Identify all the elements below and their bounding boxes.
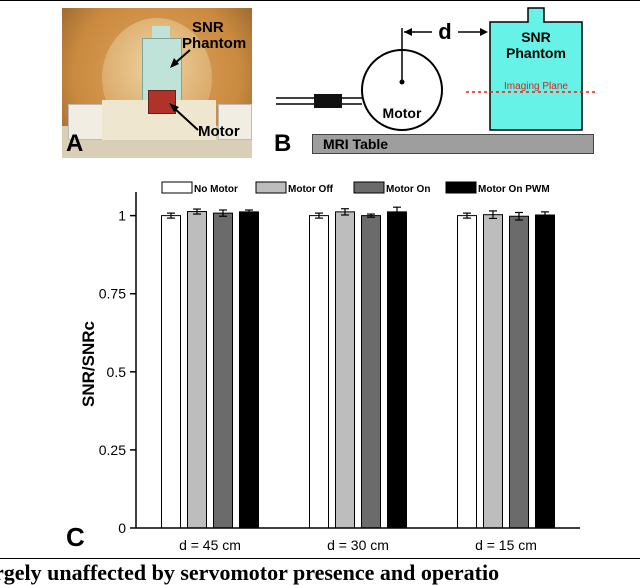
y-tick-label: 0.75 [99,286,126,302]
support-block-right [218,104,252,140]
legend-label: No Motor [194,184,238,195]
mri-table: MRI Table [312,134,594,154]
bar-d15cm-motor-on [509,215,529,529]
panel-b-letter: B [274,130,292,157]
motor-arrow [173,107,199,131]
photo-phantom-label-1: SNR [192,19,224,36]
panel-a-photo: SNR Phantom Motor A [62,8,252,158]
bar-d30cm-motor-on [361,215,381,529]
figure-caption: rgely unaffected by servomotor presence … [0,560,500,585]
legend-swatch [161,181,193,194]
legend-swatch [445,181,477,194]
bar-d15cm-motor-on-pwm [535,214,555,529]
legend-swatch [353,181,385,194]
bar-d30cm-no-motor [309,215,329,529]
distance-arrow-right [480,28,488,36]
x-tick-label: d = 15 cm [475,537,537,553]
top-border [0,0,640,1]
x-tick-label: d = 30 cm [327,537,389,553]
panel-c-letter: C [66,522,85,552]
chart-legend: No Motor Motor Off Motor On Motor On PWM [161,181,550,195]
bar-d15cm-no-motor [457,215,477,529]
distance-label: d [438,19,451,44]
legend-label: Motor Off [288,184,334,195]
motor-arrowhead [169,103,179,112]
bar-d45cm-motor-on-pwm [239,211,259,529]
panel-b-diagram: Motor d SNR Phantom Imaging Plane [276,7,596,131]
diagram-motor-label: Motor [383,105,422,121]
bar-d45cm-motor-off [187,211,207,529]
distance-label-bg [432,20,458,44]
bar-d15cm-motor-off [483,214,503,529]
imaging-plane-label: Imaging Plane [504,81,568,92]
x-tick-label: d = 45 cm [179,537,241,553]
connector-block [314,94,342,108]
y-tick-label: 1 [118,208,126,224]
legend-swatch [255,181,287,194]
bar-d45cm-no-motor [161,215,181,529]
panel-a-letter: A [66,130,84,157]
diagram-phantom [489,7,583,131]
y-axis-label: SNR/SNRc [79,321,98,407]
y-tick-label: 0.25 [99,442,126,458]
photo-phantom-label-2: Phantom [182,35,247,52]
photo-motor-label: Motor [198,123,240,140]
y-tick-label: 0.5 [107,364,127,380]
photo-arrows [169,49,199,131]
caption-bar: rgely unaffected by servomotor presence … [0,562,640,584]
chart-bars [161,206,555,529]
caption-rule [0,558,640,559]
y-tick-label: 0 [118,520,126,536]
mri-table-label: MRI Table [323,136,389,152]
phantom-arrowhead [170,58,179,68]
legend-label: Motor On PWM [478,184,550,195]
bar-d30cm-motor-off [335,211,355,529]
bar-d30cm-motor-on-pwm [387,211,407,529]
phantom-neck [152,26,170,40]
bar-d45cm-motor-on [213,212,233,529]
distance-arrow-left [404,28,412,36]
diagram-phantom-label-1: SNR [521,29,551,45]
diagram-phantom-label-2: Phantom [506,45,566,61]
motor-object [148,90,176,114]
legend-label: Motor On [386,184,430,195]
